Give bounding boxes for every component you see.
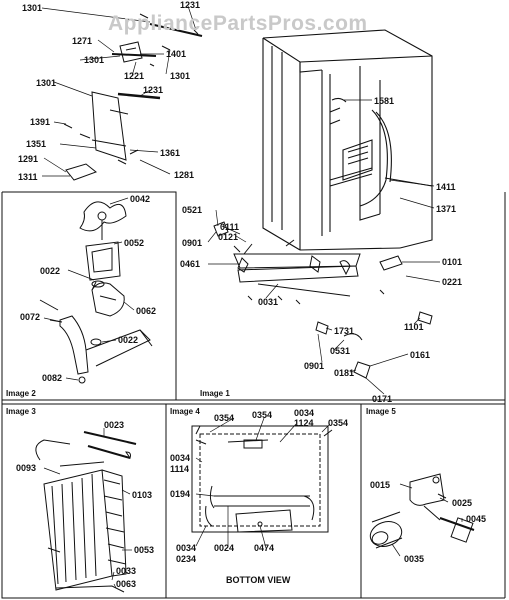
part-label[interactable]: 0035: [404, 554, 425, 564]
part-label[interactable]: 0034: [176, 543, 197, 553]
part-label[interactable]: 1581: [374, 96, 395, 106]
part-label[interactable]: 0052: [124, 238, 145, 248]
part-label[interactable]: 0034: [294, 408, 315, 418]
image2-panel-frame: [2, 191, 177, 400]
part-label[interactable]: 0531: [330, 346, 351, 356]
fan-assembly-drawing: [63, 13, 203, 181]
part-label[interactable]: 1371: [436, 204, 457, 214]
part-label[interactable]: 1124: [294, 418, 314, 428]
part-label[interactable]: 0033: [116, 566, 137, 576]
part-label[interactable]: 1281: [174, 170, 195, 180]
part-label[interactable]: 0901: [304, 361, 325, 371]
part-label[interactable]: 1231: [143, 85, 164, 95]
part-label[interactable]: 0901: [182, 238, 203, 248]
part-label[interactable]: 1291: [18, 154, 39, 164]
part-label[interactable]: 0031: [258, 297, 279, 307]
part-label[interactable]: 1221: [124, 71, 145, 81]
image1-caption: Image 1: [200, 389, 230, 398]
part-label[interactable]: 0042: [130, 194, 151, 204]
leader-lines: [41, 5, 463, 589]
part-label[interactable]: 0045: [466, 514, 487, 524]
part-label[interactable]: 1731: [334, 326, 355, 336]
part-label[interactable]: 0024: [214, 543, 235, 553]
part-label[interactable]: 0194: [170, 489, 191, 499]
part-label[interactable]: 0015: [370, 480, 391, 490]
part-label[interactable]: 0461: [180, 259, 201, 269]
part-label[interactable]: 0354: [328, 418, 349, 428]
part-label[interactable]: 0171: [372, 394, 393, 404]
part-label[interactable]: 0103: [132, 490, 153, 500]
image3-caption: Image 3: [6, 407, 36, 416]
part-label[interactable]: 1351: [26, 139, 47, 149]
cabinet-drawing: [262, 29, 433, 251]
part-label[interactable]: 0354: [252, 410, 273, 420]
part-label[interactable]: 0354: [214, 413, 235, 423]
part-label[interactable]: 0474: [254, 543, 275, 553]
part-label[interactable]: 1101: [404, 322, 424, 332]
part-label[interactable]: 0161: [410, 350, 431, 360]
part-label[interactable]: 0093: [16, 463, 37, 473]
condenser-drawing: [35, 431, 137, 593]
image4-caption: Image 4: [170, 407, 200, 416]
part-label[interactable]: 1231: [180, 0, 201, 10]
part-label[interactable]: 0521: [182, 205, 203, 215]
part-label[interactable]: 0082: [42, 373, 63, 383]
part-label[interactable]: 0234: [176, 554, 197, 564]
part-label[interactable]: 1301: [84, 55, 105, 65]
part-label[interactable]: 0101: [442, 257, 463, 267]
part-label[interactable]: 0063: [116, 579, 137, 589]
part-label[interactable]: 0111: [220, 222, 240, 232]
part-label[interactable]: 0062: [136, 306, 157, 316]
fan-motor-drawing: [39, 201, 153, 384]
part-label[interactable]: 1114: [170, 464, 190, 474]
part-label[interactable]: 1361: [160, 148, 181, 158]
part-label[interactable]: 1411: [436, 182, 456, 192]
part-label[interactable]: 0181: [334, 368, 355, 378]
part-label[interactable]: 0023: [104, 420, 125, 430]
roller-assembly-drawing: [369, 473, 475, 549]
bottom-view-caption: BOTTOM VIEW: [226, 575, 291, 585]
part-label[interactable]: 0022: [118, 335, 139, 345]
image5-caption: Image 5: [366, 407, 396, 416]
part-label[interactable]: 1301: [22, 3, 43, 13]
part-label[interactable]: 1301: [170, 71, 191, 81]
bottom-view-drawing: [191, 425, 333, 533]
part-label[interactable]: 0121: [218, 232, 239, 242]
image2-caption: Image 2: [6, 389, 36, 398]
part-label[interactable]: 1301: [36, 78, 57, 88]
part-label[interactable]: 0025: [452, 498, 473, 508]
watermark: AppliancePartsPros.com: [108, 12, 368, 35]
part-label[interactable]: 1271: [72, 36, 93, 46]
part-label[interactable]: 0053: [134, 545, 155, 555]
part-label[interactable]: 0072: [20, 312, 41, 322]
part-label[interactable]: 1401: [166, 49, 187, 59]
part-label[interactable]: 0034: [170, 453, 191, 463]
part-label[interactable]: 0022: [40, 266, 61, 276]
cabinet-base-drawing: [213, 221, 433, 379]
part-label[interactable]: 1311: [18, 172, 38, 182]
part-label[interactable]: 0221: [442, 277, 463, 287]
part-label[interactable]: 1391: [30, 117, 51, 127]
